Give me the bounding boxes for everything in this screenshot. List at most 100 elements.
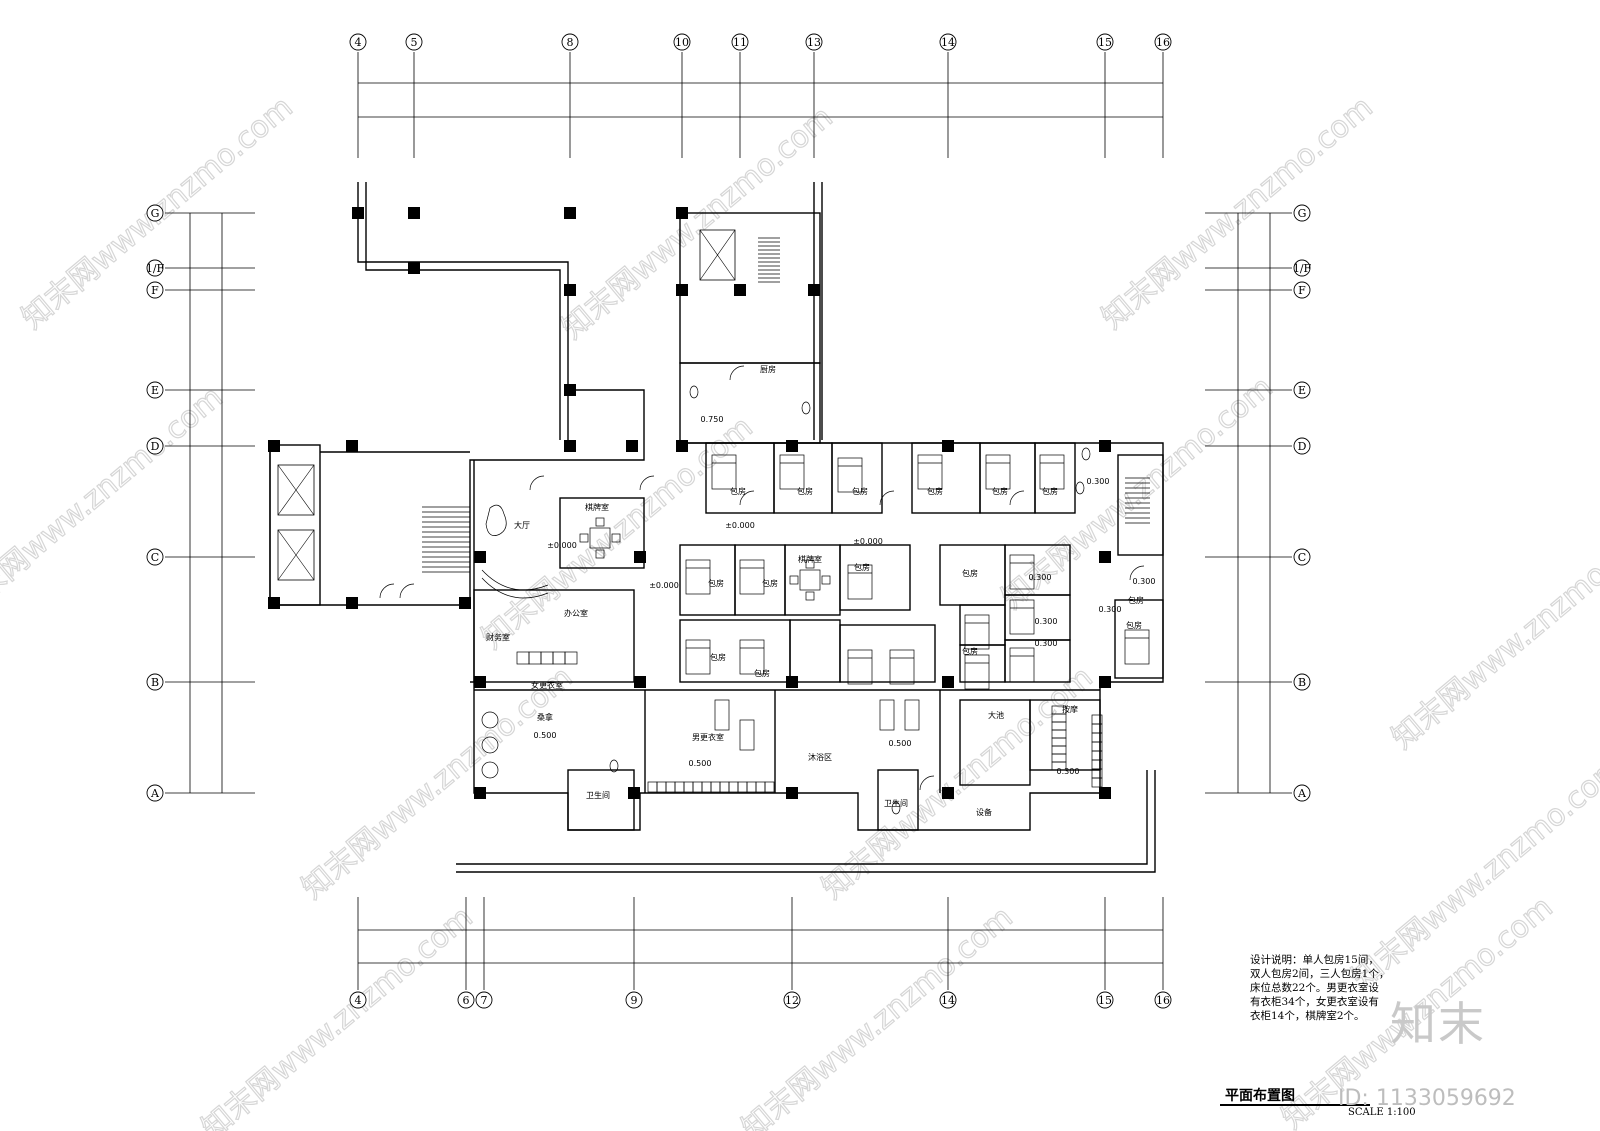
room-label: 包房 bbox=[927, 486, 943, 496]
bed bbox=[847, 564, 873, 600]
axis-label: 7 bbox=[481, 994, 488, 1007]
guest-room bbox=[789, 619, 841, 683]
row-axis-left: F bbox=[146, 281, 164, 299]
tub-fixture bbox=[481, 761, 499, 779]
axis-label: F bbox=[1298, 284, 1306, 297]
column bbox=[734, 284, 746, 296]
watermark-text: 知末网www.znzmo.com bbox=[475, 410, 759, 656]
axis-bubble bbox=[1154, 33, 1172, 51]
axis-bubble bbox=[625, 991, 643, 1009]
axis-bubble bbox=[1293, 204, 1311, 222]
guest-room bbox=[679, 619, 791, 683]
watermark-text: 知末网www.znzmo.com bbox=[735, 900, 1019, 1131]
room-label: 大池 bbox=[988, 710, 1004, 720]
axis-bubble bbox=[146, 784, 164, 802]
guest-room bbox=[979, 442, 1036, 514]
axis-bubble bbox=[1293, 381, 1311, 399]
column bbox=[676, 440, 688, 452]
room-label: 男更衣室 bbox=[692, 732, 724, 742]
lounger bbox=[879, 699, 895, 731]
elevation-label: ±0.000 bbox=[547, 541, 577, 550]
top-axis: 14 bbox=[939, 33, 957, 51]
locker bbox=[564, 651, 578, 665]
bed bbox=[739, 639, 765, 675]
column bbox=[1099, 551, 1111, 563]
axis-label: A bbox=[1297, 787, 1307, 800]
column bbox=[1099, 787, 1111, 799]
chair bbox=[579, 533, 589, 543]
column bbox=[564, 284, 576, 296]
tub-fixture bbox=[481, 711, 499, 729]
locker bbox=[540, 651, 554, 665]
axis-label: C bbox=[151, 551, 159, 564]
room-label: 包房 bbox=[797, 486, 813, 496]
terrace-outline bbox=[568, 389, 645, 440]
room-label: 办公室 bbox=[564, 608, 588, 618]
locker bbox=[683, 781, 694, 793]
lobby-outline bbox=[269, 440, 645, 606]
room-label: 包房 bbox=[1128, 595, 1144, 605]
note-line: 衣柜14个，棋牌室2个。 bbox=[1250, 1010, 1365, 1022]
axis-label: G bbox=[1298, 207, 1307, 220]
watermark-text: 知末网www.znzmo.com bbox=[295, 660, 579, 906]
room-label: 包房 bbox=[710, 652, 726, 662]
row-axis-left: G bbox=[146, 204, 164, 222]
right-stair bbox=[1117, 454, 1164, 556]
column bbox=[786, 787, 798, 799]
wall-line bbox=[277, 529, 315, 581]
bottom-axis: 12 bbox=[783, 991, 801, 1009]
axis-label: 1/F bbox=[146, 262, 165, 275]
locker bbox=[737, 781, 748, 793]
locker bbox=[719, 781, 730, 793]
room-label: 包房 bbox=[962, 646, 978, 656]
bed bbox=[985, 454, 1011, 490]
axis-label: 11 bbox=[733, 36, 747, 49]
axis-label: G bbox=[151, 207, 160, 220]
left-lift-core bbox=[269, 444, 321, 606]
room-label: 包房 bbox=[762, 578, 778, 588]
walls bbox=[269, 182, 1164, 873]
bed bbox=[847, 649, 873, 685]
column bbox=[474, 551, 486, 563]
column bbox=[459, 597, 471, 609]
bed bbox=[964, 614, 990, 650]
locker bbox=[692, 781, 703, 793]
bed bbox=[685, 639, 711, 675]
chess-room-walls bbox=[559, 497, 645, 569]
room-label: 棋牌室 bbox=[798, 554, 822, 564]
main-envelope bbox=[470, 442, 1164, 831]
axis-bubble bbox=[349, 33, 367, 51]
column bbox=[564, 440, 576, 452]
room-label: 设备 bbox=[976, 807, 992, 817]
axis-bubble bbox=[457, 991, 475, 1009]
axis-bubble bbox=[475, 991, 493, 1009]
door-swing bbox=[639, 475, 655, 491]
room-label: 包房 bbox=[730, 486, 746, 496]
row-axis-right: A bbox=[1293, 784, 1311, 802]
lounger bbox=[714, 699, 730, 731]
row-axis-right: C bbox=[1293, 548, 1311, 566]
lounger bbox=[904, 699, 920, 731]
wall-line bbox=[277, 464, 315, 516]
chair bbox=[805, 559, 815, 569]
column bbox=[786, 676, 798, 688]
column bbox=[474, 787, 486, 799]
watermark-text: 知末网www.znzmo.com bbox=[815, 660, 1099, 906]
axis-label: D bbox=[151, 440, 160, 453]
door-swing bbox=[379, 583, 395, 599]
bottom-axis: 4 bbox=[349, 991, 367, 1009]
column bbox=[408, 262, 420, 274]
axis-bubble bbox=[1096, 991, 1114, 1009]
bottom-axis: 9 bbox=[625, 991, 643, 1009]
axis-label: 14 bbox=[941, 36, 955, 49]
room-label: 包房 bbox=[962, 568, 978, 578]
reception-desk bbox=[481, 569, 549, 591]
row-axis-right: 1/F bbox=[1293, 259, 1312, 277]
axis-label: 16 bbox=[1156, 36, 1170, 49]
column bbox=[268, 440, 280, 452]
elevator-car bbox=[277, 529, 315, 581]
door-swing bbox=[739, 490, 755, 506]
elevation-label: 0.300 bbox=[1133, 577, 1156, 586]
watermark-text: 知末网www.znzmo.com bbox=[555, 100, 839, 346]
